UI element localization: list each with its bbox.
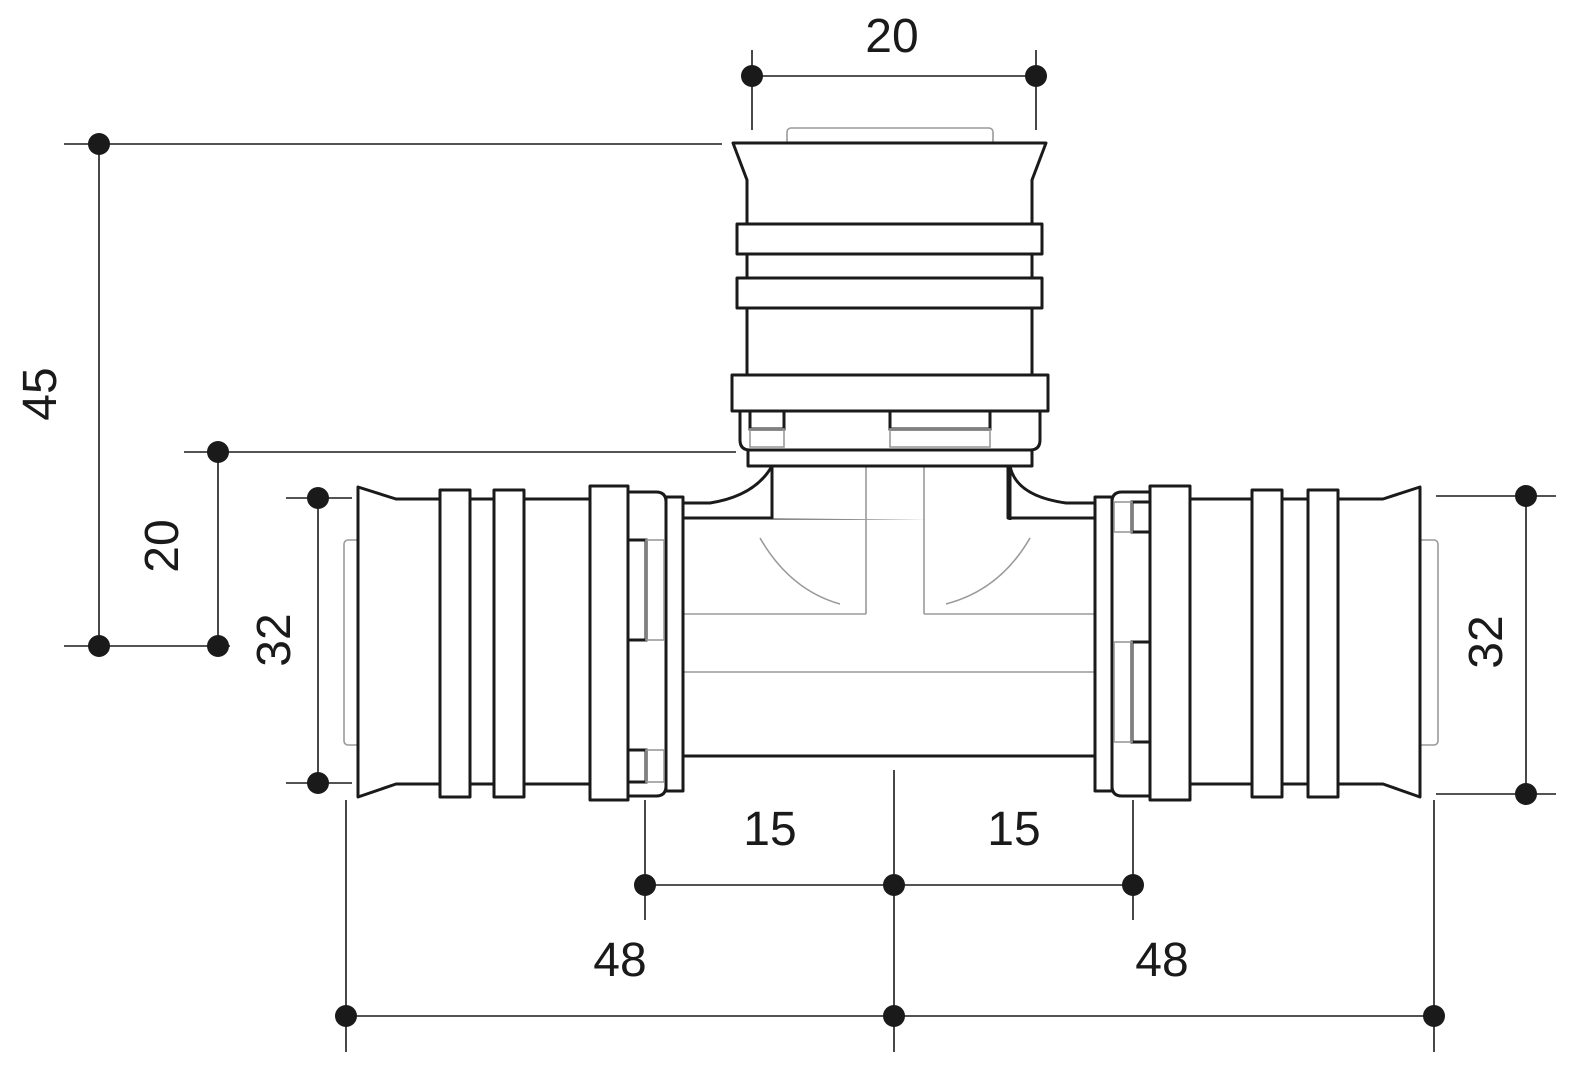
dimension-dots [88, 65, 1537, 1027]
dim-label-total-height: 45 [14, 367, 67, 420]
dim-label-right-center: 15 [987, 803, 1040, 856]
dim-label-left-center: 15 [743, 803, 796, 856]
dim-label-branch-offset: 20 [136, 519, 189, 572]
top-port [730, 127, 1050, 468]
dimension-labels: 20 45 20 32 32 15 15 48 48 [14, 10, 1513, 987]
dim-label-right-length: 48 [1135, 934, 1188, 987]
tee-body [681, 464, 1097, 758]
right-port [1093, 484, 1439, 802]
dim-label-left-length: 48 [593, 934, 646, 987]
left-port [343, 484, 685, 802]
dim-label-right-diameter: 32 [1460, 615, 1513, 668]
dim-label-left-diameter: 32 [248, 613, 301, 666]
dim-label-top-width: 20 [865, 10, 918, 63]
